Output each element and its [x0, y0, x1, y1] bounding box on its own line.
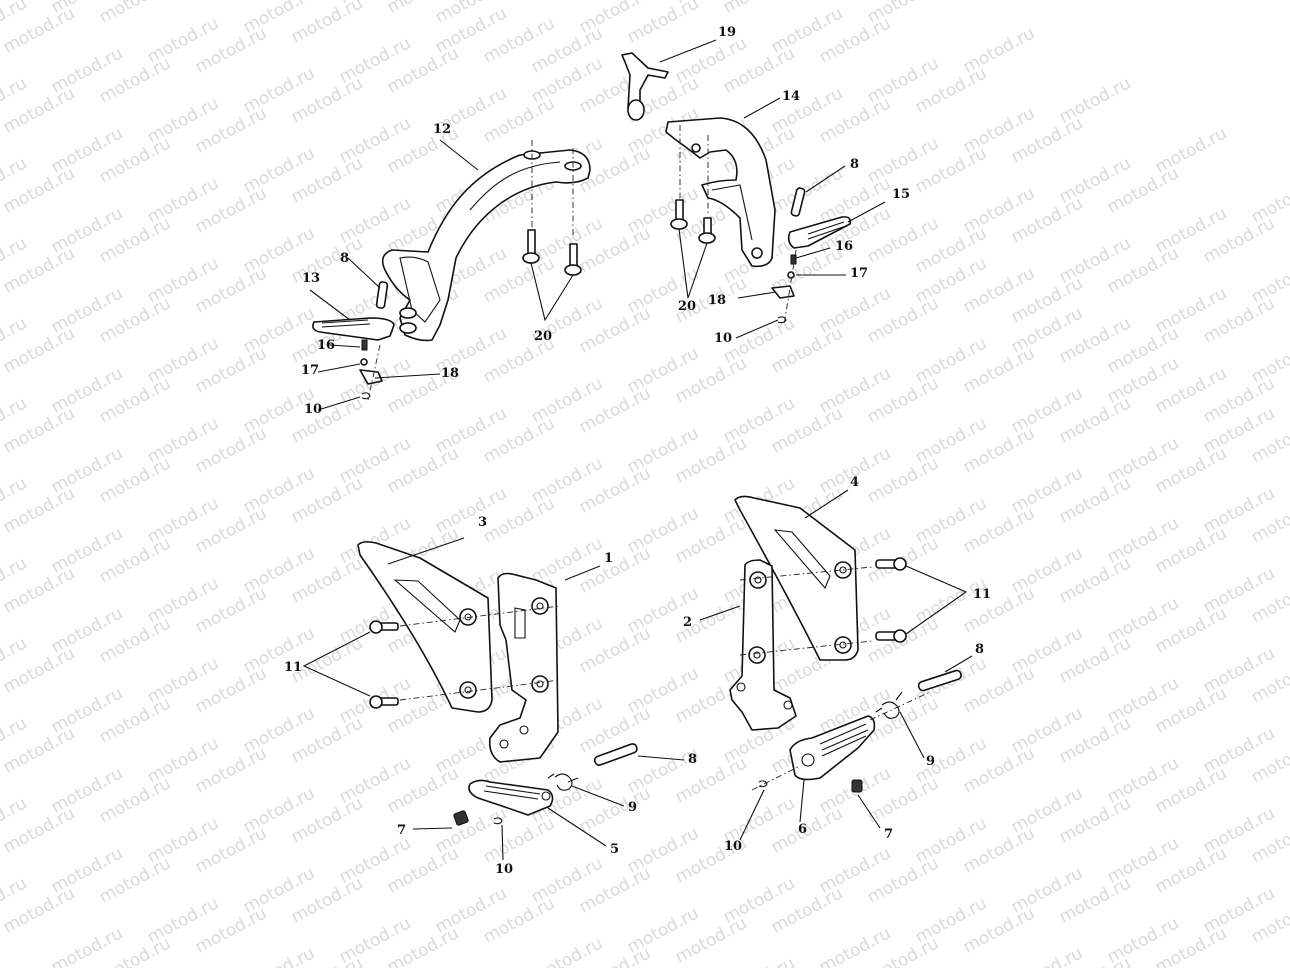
part-7-bolt-front-right: [851, 779, 863, 793]
part-8-pin-rear-right: [790, 187, 806, 217]
part-20-bolt-right-a: [670, 199, 688, 230]
part-17-ball-left: [360, 358, 368, 366]
part-label-19: 19: [718, 25, 736, 40]
part-20-bolt-left-a: [522, 229, 540, 264]
part-5-footpeg-front-left: [468, 779, 554, 816]
part-label-20: 20: [534, 329, 552, 344]
part-3-heel-guard-left: [357, 541, 493, 713]
part-label-7: 7: [397, 823, 406, 838]
part-label-17: 17: [301, 363, 319, 378]
part-18-detent-plate-left: [359, 369, 383, 385]
part-11-bolt-left-b: [369, 695, 399, 709]
part-label-14: 14: [782, 89, 800, 104]
part-label-8: 8: [850, 157, 859, 172]
part-label-11: 11: [284, 660, 302, 675]
part-label-18: 18: [708, 293, 726, 308]
part-label-10: 10: [714, 331, 732, 346]
part-10-clip-left: [361, 392, 371, 400]
part-label-16: 16: [835, 239, 853, 254]
part-10-clip-front-right: [758, 780, 768, 788]
part-label-20: 20: [678, 299, 696, 314]
part-8-pin-front-right: [917, 669, 962, 692]
part-label-10: 10: [495, 862, 513, 877]
part-label-18: 18: [441, 366, 459, 381]
part-label-6: 6: [798, 822, 807, 837]
part-label-10: 10: [304, 402, 322, 417]
part-11-bolt-left-a: [369, 620, 399, 634]
part-13-footpeg-left: [312, 317, 395, 341]
part-17-ball-right: [787, 271, 795, 279]
part-9-spring-front-left: [547, 773, 579, 791]
part-20-bolt-right-b: [698, 217, 716, 244]
part-label-7: 7: [884, 827, 893, 842]
part-label-8: 8: [688, 752, 697, 767]
part-label-11: 11: [973, 587, 991, 602]
part-label-1: 1: [604, 551, 613, 566]
part-19-bracket-plate: [621, 52, 669, 121]
part-label-9: 9: [628, 800, 637, 815]
part-8-pin-rear-left: [375, 281, 389, 309]
part-label-16: 16: [317, 338, 335, 353]
part-11-bolt-right-b: [875, 629, 907, 643]
part-label-2: 2: [683, 615, 692, 630]
part-label-4: 4: [850, 475, 859, 490]
part-label-9: 9: [926, 754, 935, 769]
part-7-bolt-front-left: [453, 810, 469, 826]
part-label-13: 13: [302, 271, 320, 286]
part-15-footpeg-right: [787, 216, 852, 249]
part-10-clip-right: [777, 316, 787, 324]
part-2-hanger-right: [729, 559, 797, 731]
part-8-pin-front-left: [593, 743, 638, 766]
part-6-footpeg-front-right: [789, 715, 876, 781]
part-label-12: 12: [433, 122, 451, 137]
part-9-spring-front-right: [875, 691, 903, 719]
part-label-3: 3: [478, 515, 487, 530]
part-11-bolt-right-a: [875, 557, 907, 571]
part-10-clip-front-left: [493, 817, 503, 825]
part-label-15: 15: [892, 187, 910, 202]
part-1-hanger-left: [488, 572, 559, 763]
part-12-rear-left-bracket: [381, 149, 591, 342]
part-14-rear-right-bracket: [665, 117, 776, 268]
part-label-8: 8: [975, 642, 984, 657]
part-label-17: 17: [850, 266, 868, 281]
part-label-8: 8: [340, 251, 349, 266]
part-label-10: 10: [724, 839, 742, 854]
part-label-5: 5: [610, 842, 619, 857]
part-16-spring-left: [361, 339, 368, 351]
part-20-bolt-left-b: [564, 243, 582, 276]
part-16-spring-right: [790, 254, 797, 265]
